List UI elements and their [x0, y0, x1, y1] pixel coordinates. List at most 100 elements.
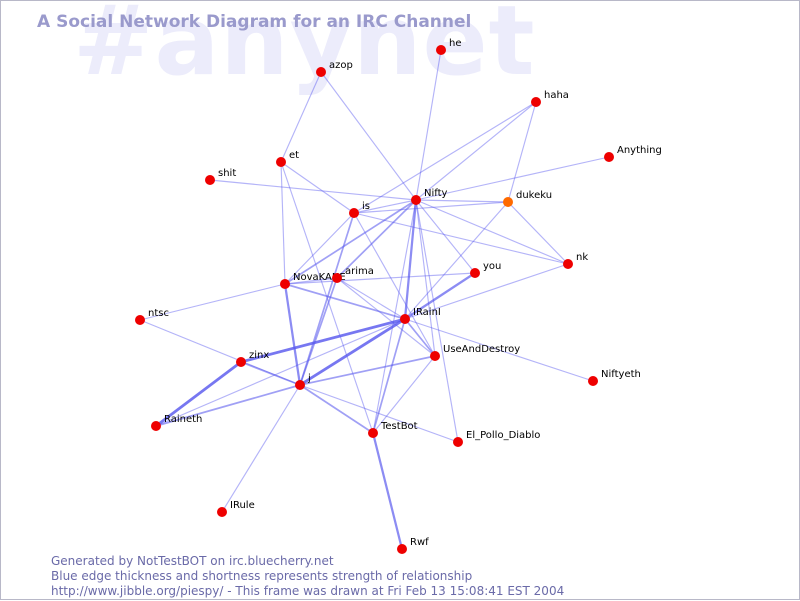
edge-Nifty-haha	[415, 101, 537, 201]
node-Nifty: Nifty	[411, 188, 448, 205]
node-NovaKANE: NovaKANE	[280, 272, 346, 289]
node-j: j	[295, 373, 311, 390]
edge-dukeku-nk	[507, 201, 569, 265]
node-label: IRule	[230, 500, 255, 511]
node-dot	[205, 175, 215, 185]
edge-IRainI-zinx	[240, 317, 406, 364]
node-he: he	[436, 38, 462, 55]
node-label: arima	[345, 266, 374, 277]
edge-Nifty-nk	[415, 199, 569, 265]
footer-frame-timestamp: http://www.jibble.org/piespy/ - This fra…	[51, 584, 565, 598]
node-dot	[135, 315, 145, 325]
edge-azop-et	[280, 71, 322, 163]
edge-dukeku-is	[353, 201, 509, 214]
edge-is-NovaKANE	[284, 212, 355, 285]
node-zinx: zinx	[236, 350, 269, 367]
node-is: is	[349, 201, 370, 218]
edge-et-NovaKANE	[280, 161, 286, 285]
node-label: et	[289, 150, 299, 161]
edge-arima-UseAndDestroy	[336, 277, 436, 357]
node-dot	[368, 428, 378, 438]
footer-legend-note: Blue edge thickness and shortness repres…	[51, 569, 473, 583]
node-dot	[397, 544, 407, 554]
node-label: shit	[218, 168, 236, 179]
node-label: Niftyeth	[601, 369, 641, 380]
edge-IRainI-j	[299, 317, 406, 387]
edge-j-TestBot	[299, 384, 374, 434]
node-ntsc: ntsc	[135, 308, 169, 325]
edge-UseAndDestroy-TestBot	[372, 355, 436, 434]
node-IRule: IRule	[217, 500, 255, 517]
node-label: nk	[576, 252, 588, 263]
edge-Nifty-arima	[336, 199, 417, 279]
node-Niftyeth: Niftyeth	[588, 369, 641, 386]
edge-IRainI-Niftyeth	[404, 318, 594, 382]
footer-generated-by: Generated by NotTestBOT on irc.bluecherr…	[51, 554, 334, 568]
edge-haha-is	[353, 101, 537, 214]
node-dot	[276, 157, 286, 167]
node-label: TestBot	[380, 421, 418, 432]
node-label: IRainI	[413, 307, 441, 318]
node-label: haha	[544, 90, 569, 101]
node-label: Rwf	[410, 537, 429, 548]
node-label: dukeku	[516, 190, 552, 201]
node-you: you	[470, 261, 501, 278]
edge-Nifty-UseAndDestroy	[415, 199, 436, 357]
edge-Nifty-NovaKANE	[284, 199, 417, 285]
node-dot	[411, 195, 421, 205]
edge-Nifty-El_Pollo_Diablo	[415, 199, 459, 443]
node-dot	[470, 268, 480, 278]
edge-IRainI-UseAndDestroy	[404, 318, 436, 357]
edge-is-j	[299, 212, 355, 386]
edge-NovaKANE-arima	[284, 277, 338, 285]
edge-Nifty-Anything	[415, 156, 610, 201]
node-IRainI: IRainI	[400, 307, 441, 324]
node-TestBot: TestBot	[368, 421, 418, 438]
node-label: UseAndDestroy	[443, 344, 520, 355]
edge-Nifty-is	[353, 199, 417, 214]
edge-IRainI-TestBot	[372, 318, 406, 434]
node-Anything: Anything	[604, 145, 662, 162]
edge-j-IRule	[221, 384, 301, 513]
node-dot	[295, 380, 305, 390]
node-label: j	[307, 373, 311, 384]
edge-Nifty-dukeku	[415, 199, 509, 203]
node-dot	[604, 152, 614, 162]
edge-Nifty-you	[415, 199, 476, 274]
node-label: azop	[329, 60, 353, 71]
edge-haha-dukeku	[507, 101, 537, 203]
edge-Nifty-azop	[320, 71, 417, 201]
edge-UseAndDestroy-j	[299, 355, 436, 386]
node-dot	[349, 208, 359, 218]
node-dot	[316, 67, 326, 77]
node-El_Pollo_Diablo: El_Pollo_Diablo	[453, 430, 540, 447]
edge-you-IRainI	[404, 272, 476, 320]
node-dot	[453, 437, 463, 447]
edge-zinx-j	[240, 361, 301, 386]
edges-layer	[139, 49, 610, 550]
node-dukeku: dukeku	[503, 190, 552, 207]
node-Rwf: Rwf	[397, 537, 429, 554]
edge-is-UseAndDestroy	[353, 212, 436, 357]
node-dot	[400, 314, 410, 324]
node-UseAndDestroy: UseAndDestroy	[430, 344, 520, 361]
node-label: ntsc	[148, 308, 169, 319]
channel-watermark: #anynet	[73, 0, 536, 97]
node-dot	[531, 97, 541, 107]
node-label: NovaKANE	[293, 272, 346, 283]
node-label: he	[449, 38, 462, 49]
edge-arima-IRainI	[336, 277, 406, 320]
node-label: Anything	[617, 145, 662, 156]
node-haha: haha	[531, 90, 569, 107]
node-nk: nk	[563, 252, 588, 269]
node-label: Raineth	[164, 414, 202, 425]
node-dot	[280, 279, 290, 289]
node-label: El_Pollo_Diablo	[466, 430, 540, 441]
edge-Nifty-he	[415, 49, 442, 201]
node-Raineth: Raineth	[151, 414, 202, 431]
node-label: zinx	[249, 350, 269, 361]
node-dot	[151, 421, 161, 431]
node-azop: azop	[316, 60, 353, 77]
